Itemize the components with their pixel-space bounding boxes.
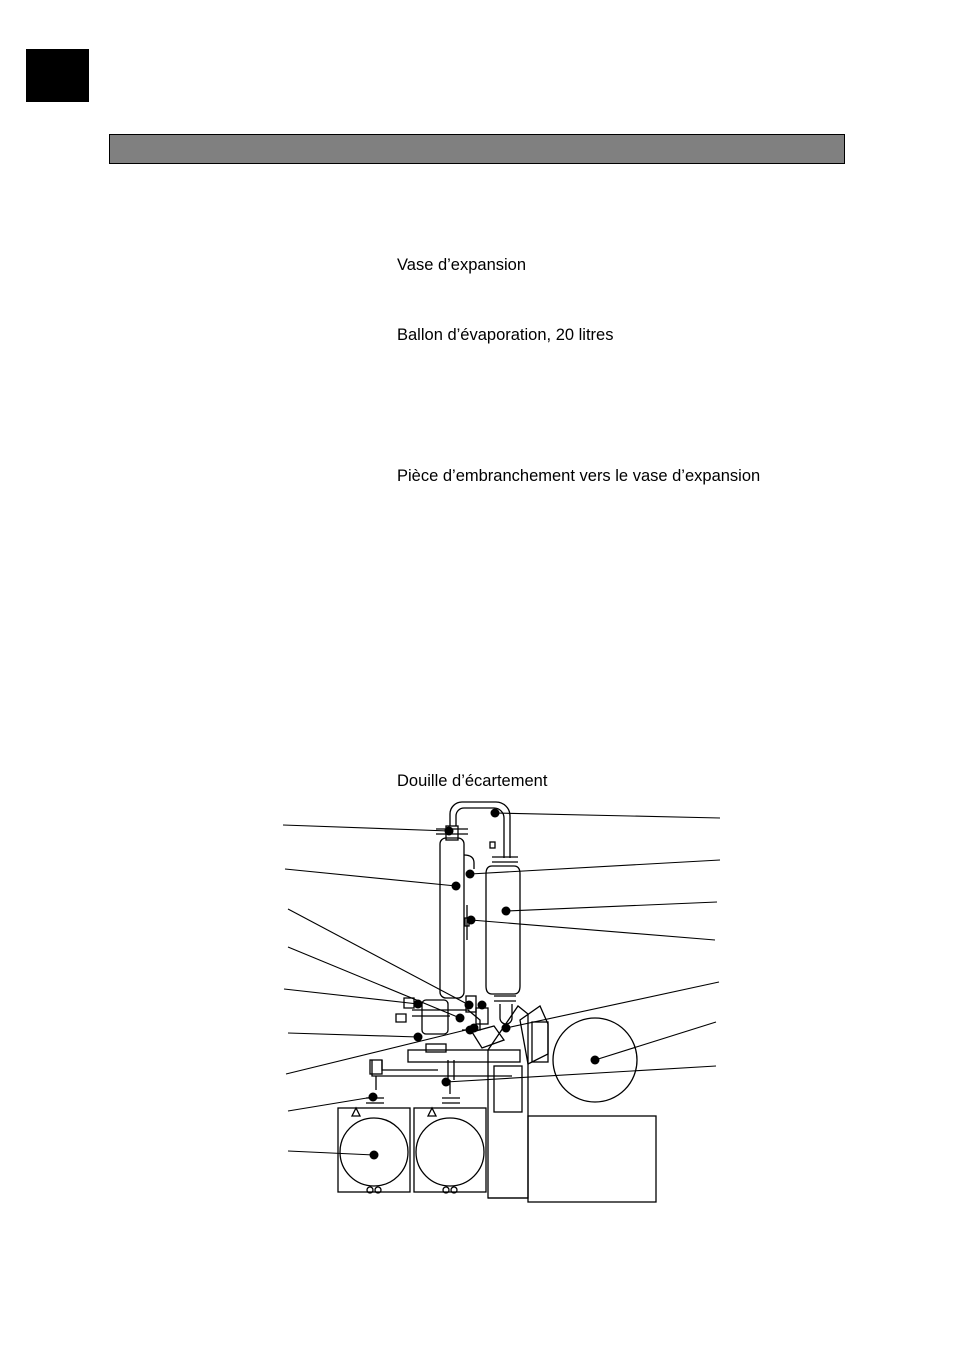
lower-fittings: [369, 995, 512, 1094]
receiving-flasks: [337, 1097, 487, 1194]
callout-dots: [368, 808, 600, 1160]
part-label-expansion-vessel: Vase d’expansion: [397, 256, 527, 274]
chapter-tab-block: [26, 49, 89, 102]
drive-and-flask: [519, 1005, 657, 1203]
support-stand: [407, 1005, 529, 1199]
part-label-spacer-sleeve: Douille d’écartement: [397, 772, 548, 790]
expansion-vessel: [485, 856, 521, 1025]
section-header-bar: [109, 134, 845, 164]
condenser-column: [436, 825, 475, 999]
leader-lines: [282, 812, 721, 1156]
part-label-evaporation-flask: Ballon d’évaporation, 20 litres: [397, 326, 614, 344]
vapour-tube-bridge: [449, 801, 511, 858]
part-label-branch-piece: Pièce d’embranchement vers le vase d’exp…: [397, 467, 761, 485]
rotary-evaporator-diagram: [282, 801, 721, 1203]
